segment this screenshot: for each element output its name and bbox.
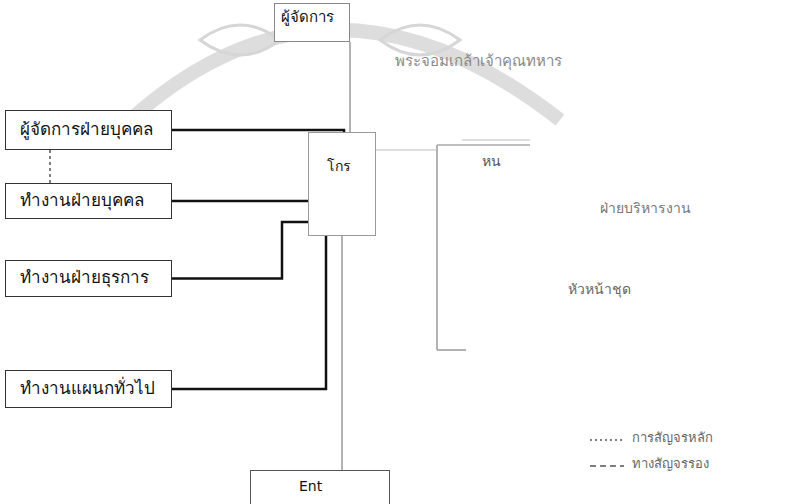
note-text: หน [482,152,501,170]
box-label: ผู้จัดการ [281,8,341,28]
connector-line [172,236,326,389]
process-box: ทำงานแผนกทั่วไป [5,370,172,408]
box-label: ทำงานฝ่ายธุรการ [20,266,163,288]
note-label: ฝ่ายบริหารงาน [600,199,691,217]
process-box: ทำงานฝ่ายบุคคล [5,183,172,219]
note-label: หัวหน้าชุด [568,280,631,298]
connector-line [172,222,308,279]
process-box: ผู้จัดการฝ่ายบุคคล [5,110,172,150]
note-text: พระจอมเกล้าเจ้าคุณทหาร [395,52,562,72]
legend-sample-line [590,439,624,441]
watermark-arc [130,30,560,120]
box-label: โกร [327,157,367,175]
legend-entry: ทางสัญจรรอง [632,456,709,473]
watermark-ornament [380,25,460,55]
bracket-line [462,140,530,141]
legend-entry: การสัญจรหลัก [632,430,713,447]
process-box: ทำงานฝ่ายธุรการ [5,260,172,297]
box-label: ทำงานฝ่ายบุคคล [20,189,163,211]
note-label: พระจอมเกล้าเจ้าคุณทหาร [395,52,562,72]
note-label: หน [482,152,501,170]
bracket-line [437,144,530,146]
process-box: Ent [250,470,390,504]
watermark-ornament [200,25,280,55]
legend-text: การสัญจรหลัก [632,430,713,447]
connector-line [341,236,343,470]
note-text: หัวหน้าชุด [568,280,631,298]
bracket-line [437,349,466,351]
box-label: Ent [299,477,381,495]
connector-line [49,150,51,183]
legend-sample-line [590,465,624,467]
box-label: ทำงานแผนกทั่วไป [20,377,163,399]
note-text: ฝ่ายบริหารงาน [600,199,691,217]
process-box: ผู้จัดการ [274,3,350,42]
box-label: ผู้จัดการฝ่ายบุคคล [20,118,163,140]
bracket-line [436,145,438,350]
bracket-line [376,150,437,151]
process-box: โกร [308,132,376,236]
connector-line [172,200,308,203]
connector-line [349,42,351,132]
legend-text: ทางสัญจรรอง [632,456,709,473]
